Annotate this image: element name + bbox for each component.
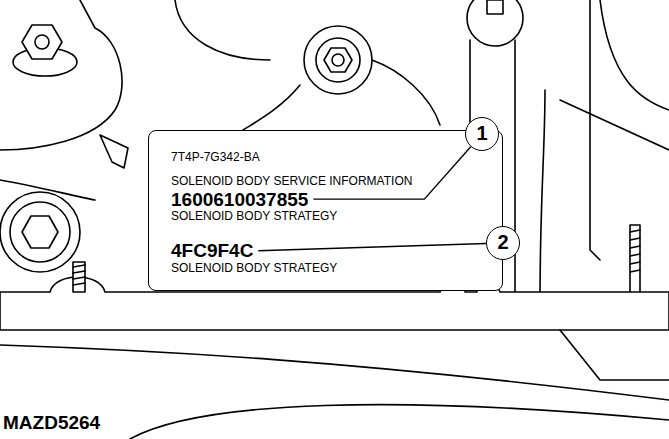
nut-washer (316, 38, 360, 82)
plate-text: 7T4P-7G342-BA (171, 151, 482, 165)
hex-nut (324, 48, 352, 72)
housing-edge (175, 0, 270, 60)
upper-boss (467, 0, 523, 46)
callout-number: 2 (486, 226, 520, 260)
housing-edge (514, 40, 516, 300)
housing-edge (560, 330, 669, 380)
hex-socket (22, 216, 58, 248)
stud-thread (630, 230, 640, 272)
plug-flange (10, 202, 70, 262)
plate-text: SOLENOID BODY SERVICE INFORMATION (171, 175, 482, 189)
label-plate: 7T4P-7G342-BA SOLENOID BODY SERVICE INFOR… (148, 130, 503, 291)
plate-text: 4FC9F4C (171, 240, 482, 262)
bolt-end (35, 35, 49, 49)
housing-edge (600, 0, 669, 110)
plug-boss (0, 192, 80, 272)
stud-thread (73, 265, 85, 285)
plate-text: SOLENOID BODY STRATEGY (171, 210, 482, 224)
housing-edge (469, 40, 471, 130)
housing-edge (130, 405, 669, 439)
housing-edge (590, 0, 600, 260)
housing-edge (540, 90, 545, 300)
nut-boss (304, 26, 372, 94)
stud-end (332, 54, 344, 66)
housing-edge (372, 60, 440, 125)
housing-tab (100, 135, 128, 168)
housing-boss (0, 0, 122, 150)
callout-number: 1 (465, 117, 499, 151)
stud (73, 262, 85, 292)
upper-stud (487, 0, 503, 14)
figure-id: MAZD5264 (3, 412, 100, 434)
housing-edge (0, 345, 669, 400)
housing-edge (560, 100, 669, 150)
plate-text: SOLENOID BODY STRATEGY (171, 262, 482, 276)
hex-bolt (22, 25, 62, 59)
plate-text: 1600610037855 (171, 189, 482, 211)
housing-edge (240, 85, 300, 132)
